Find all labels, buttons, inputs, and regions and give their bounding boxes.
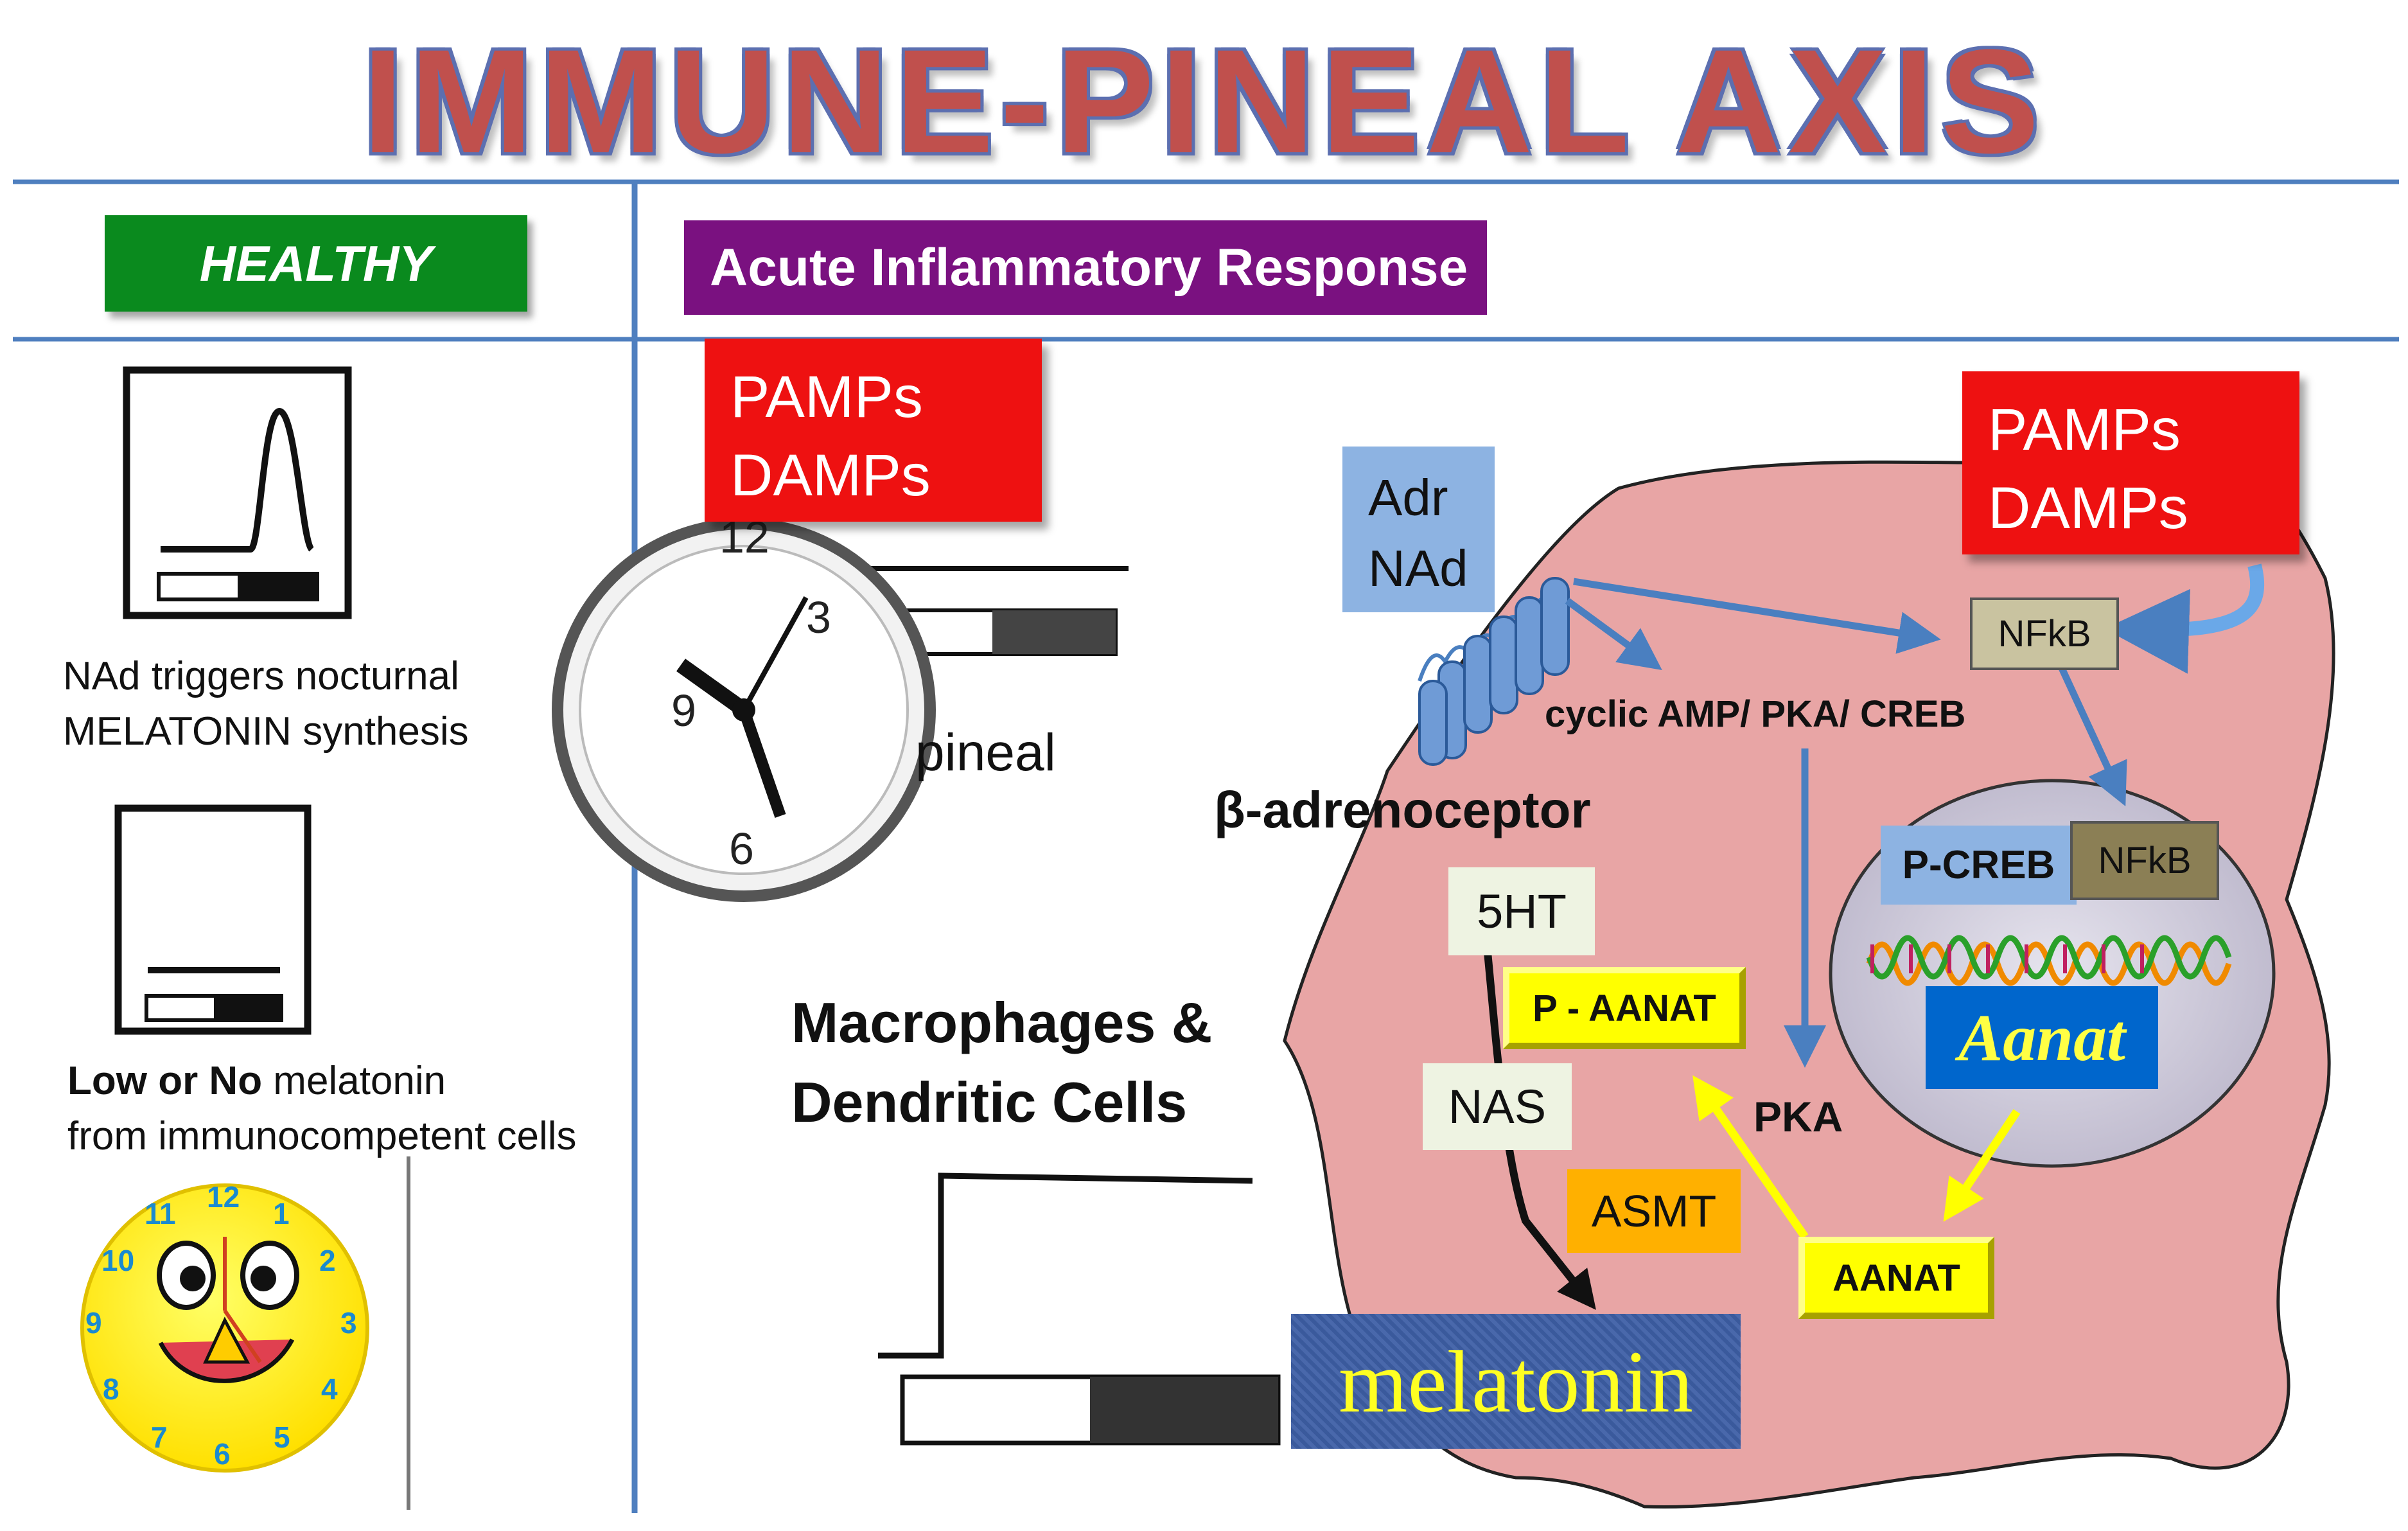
svg-text:6: 6: [729, 824, 754, 874]
healthy-melatonin-graph: [123, 366, 352, 619]
melatonin-box: melatonin: [1291, 1314, 1741, 1449]
beta-adrenoceptor-label: β-adrenoceptor: [1214, 781, 1591, 838]
aanat-enzyme-box: AANAT: [1798, 1237, 1994, 1319]
damps-label: DAMPs: [730, 443, 931, 508]
dendritic-cells-label: Dendritic Cells: [791, 1070, 1188, 1134]
aanat-gene-box: Aanat: [1926, 986, 2158, 1089]
pamps-label: PAMPs: [1988, 397, 2181, 463]
healthy-caption-line2: MELATONIN synthesis: [63, 709, 469, 754]
dna-helix-icon: [1866, 935, 2232, 986]
signalling-arrows: [1565, 563, 2265, 1068]
healthy-caption-line1: NAd triggers nocturnal: [63, 654, 459, 698]
immune-cells-label: Macrophages & Dendritic Cells: [791, 983, 1212, 1142]
pamps-damps-box-left: PAMPs DAMPs: [705, 339, 1042, 522]
clock-number: 2: [319, 1244, 336, 1277]
p-creb-box: P-CREB: [1881, 826, 2077, 905]
clock-number: 4: [321, 1372, 338, 1406]
wall-clock-icon: 12 3 6 9: [552, 512, 936, 902]
5ht-box: 5HT: [1448, 867, 1595, 955]
clock-number: 12: [207, 1180, 240, 1214]
healthy-caption: NAd triggers nocturnal MELATONIN synthes…: [63, 649, 590, 759]
page-title: IMMUNE-PINEAL AXIS: [362, 19, 2046, 184]
pamps-damps-box-right: PAMPs DAMPs: [1962, 371, 2299, 554]
clock-number: 3: [340, 1306, 357, 1340]
p-aanat-box: P - AANAT: [1503, 967, 1746, 1049]
macrophages-label: Macrophages &: [791, 991, 1213, 1054]
pineal-label: pineal: [915, 723, 1056, 782]
low-melatonin-caption: Low or No melatonin from immunocompetent…: [67, 1054, 633, 1164]
pka-label: PKA: [1753, 1093, 1843, 1140]
low-melatonin-line2: from immunocompetent cells: [67, 1114, 577, 1158]
low-melatonin-rest: melatonin: [262, 1059, 446, 1103]
adr-label: Adr: [1368, 469, 1448, 526]
smiley-clock-icon: [80, 1183, 369, 1473]
aanat-arrows: [1692, 1075, 2021, 1239]
low-melatonin-graph: [114, 804, 312, 1035]
clock-number: 6: [214, 1437, 231, 1471]
healthy-header: HEALTHY: [105, 215, 527, 312]
nas-box: NAS: [1423, 1063, 1572, 1150]
clock-number: 8: [103, 1372, 119, 1406]
clock-number: 10: [101, 1244, 135, 1277]
nfkb-nucleus-box: NFkB: [2070, 821, 2219, 900]
nad-label: NAd: [1368, 540, 1468, 597]
immune-melatonin-graph: [878, 1173, 1281, 1446]
beta-adrenoceptor-icon: [1418, 577, 1570, 766]
acute-inflammatory-header: Acute Inflammatory Response: [684, 220, 1487, 315]
pamps-label: PAMPs: [730, 364, 923, 430]
svg-text:9: 9: [671, 686, 696, 736]
damps-label: DAMPs: [1988, 475, 2188, 541]
asmt-box: ASMT: [1567, 1169, 1741, 1253]
svg-text:3: 3: [806, 592, 831, 642]
clock-number: 1: [273, 1197, 290, 1230]
nfkb-box: NFkB: [1970, 597, 2119, 670]
low-melatonin-bold: Low or No: [67, 1059, 263, 1103]
clock-number: 9: [85, 1306, 102, 1340]
cyclic-amp-label: cyclic AMP/ PKA/ CREB: [1545, 693, 1966, 735]
clock-number: 11: [145, 1197, 176, 1230]
adr-nad-box: Adr NAd: [1342, 447, 1495, 612]
clock-number: 7: [151, 1420, 168, 1454]
clock-number: 5: [274, 1420, 290, 1454]
